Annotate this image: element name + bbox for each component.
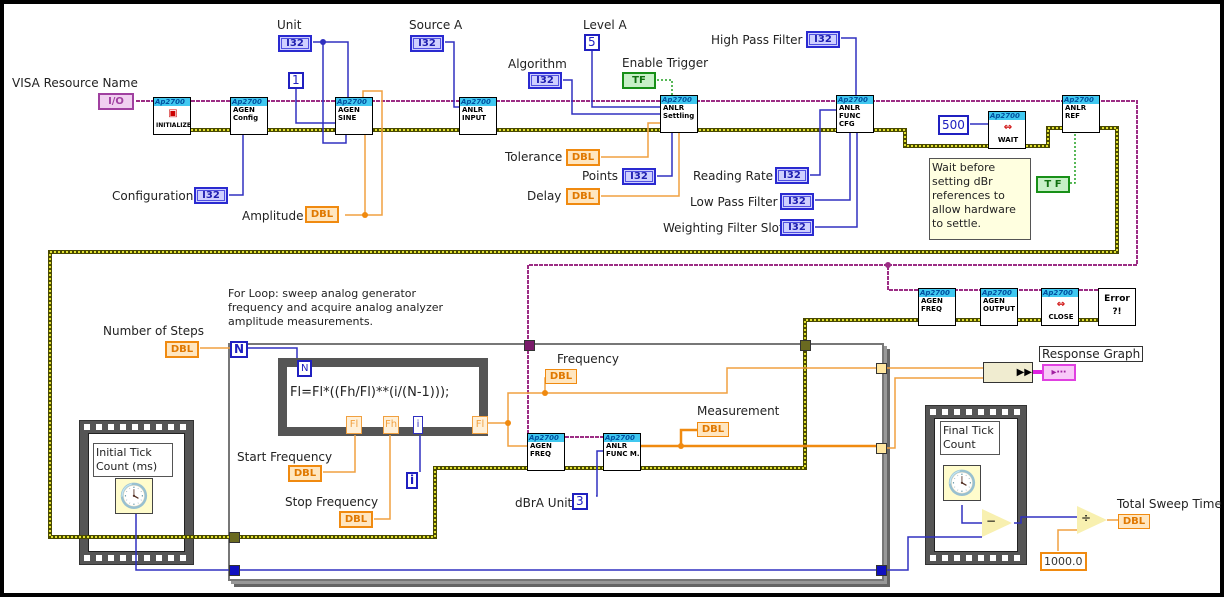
error-handler-node[interactable]: Error ?! [1098,288,1136,326]
visa-resource-control[interactable]: I/O [98,93,134,110]
formula-n-input: N [297,360,313,377]
task-tunnel-left [229,532,240,543]
freq-output-tunnel [876,363,887,374]
task-wire [48,126,1119,539]
high-pass-label: High Pass Filter [711,33,803,47]
configuration-label: Configuration [112,189,194,203]
start-freq-control[interactable]: DBL [288,465,322,482]
measurement-indicator: DBL [697,422,729,437]
formula-text: Fl=Fl*((Fh/Fl)**(i/(N-1))); [290,385,450,400]
total-sweep-indicator: DBL [1118,514,1150,529]
constant-one[interactable]: 1 [288,72,304,89]
algorithm-control[interactable]: I32 [528,72,562,89]
amplitude-label: Amplitude [242,209,304,223]
source-a-label: Source A [409,18,463,32]
enable-trigger-control[interactable]: TF [622,72,656,89]
initialize-node[interactable]: Ap2700▣INITIALIZE [153,97,191,135]
level-a-label: Level A [583,18,627,32]
dbra-unit-label: dBrA Unit [515,496,573,510]
low-pass-control[interactable]: I32 [780,193,814,210]
formula-i-input: i [413,416,423,434]
wait-ms-constant[interactable]: 500 [938,115,969,135]
unit-label: Unit [277,18,302,32]
visa-label: VISA Resource Name [12,76,138,90]
for-loop-comment: For Loop: sweep analog generator frequen… [228,287,444,328]
configuration-control[interactable]: I32 [194,187,228,204]
close-icon: ⇔ [1056,299,1066,310]
delay-control[interactable]: DBL [566,188,600,205]
loop-count-terminal[interactable]: N [230,341,249,358]
initial-tick-clock-icon[interactable]: 🕓 [115,478,153,514]
weighting-label: Weighting Filter Slot [663,221,784,235]
start-freq-label: Start Frequency [237,450,333,464]
response-graph-indicator: ▸⋯ [1042,364,1076,381]
formula-fl-output: Fl [472,416,488,434]
numeric-wires [135,37,1077,571]
enable-trigger-label: Enable Trigger [622,56,709,70]
amplitude-control[interactable]: DBL [305,206,339,223]
divisor-constant[interactable]: 1000.0 [1040,552,1087,571]
measurement-label: Measurement [697,404,780,418]
source-a-control[interactable]: I32 [410,35,444,52]
points-control[interactable]: I32 [622,168,656,185]
frequency-label: Frequency [557,352,619,366]
tick-tunnel-left [229,565,240,576]
algorithm-label: Algorithm [508,57,567,71]
tick-tunnel-right [876,565,887,576]
formula-fl-input: Fl [346,416,362,434]
reading-rate-label: Reading Rate [693,169,774,183]
delay-label: Delay [527,189,562,203]
tf-constant[interactable]: T F [1036,176,1070,193]
total-sweep-label: Total Sweep Time [1117,497,1222,511]
initial-tick-label: Initial Tick Count (ms) [93,443,173,477]
dbra-unit-constant[interactable]: 3 [572,493,588,510]
num-steps-control[interactable]: DBL [165,341,199,358]
frequency-indicator: DBL [545,369,577,384]
error-wire [136,100,1138,438]
wait-icon: ⇔ [1003,122,1013,133]
tolerance-control[interactable]: DBL [566,149,600,166]
subtract-node[interactable]: − [982,509,1012,537]
response-graph-label: Response Graph [1039,346,1144,362]
num-steps-label: Number of Steps [103,324,204,338]
final-tick-clock-icon[interactable]: 🕓 [943,465,981,501]
final-tick-label: Final Tick Count [940,421,1000,455]
stop-freq-label: Stop Frequency [285,495,379,509]
iteration-terminal: i [406,472,419,489]
tolerance-label: Tolerance [505,150,563,164]
divide-node[interactable]: ÷ [1077,506,1107,534]
weighting-control[interactable]: I32 [780,219,814,236]
high-pass-control[interactable]: I32 [806,31,840,48]
stop-freq-control[interactable]: DBL [339,511,373,528]
for-loop[interactable] [228,343,884,581]
points-label: Points [582,169,619,183]
task-tunnel-top [800,340,811,351]
orange-wires [200,90,1118,551]
initialize-icon: ▣ [168,108,178,119]
wait-node[interactable]: Ap2700⇔WAIT [988,111,1026,149]
low-pass-label: Low Pass Filter [690,195,778,209]
level-a-constant[interactable]: 5 [584,34,600,51]
unit-control[interactable]: I32 [278,35,312,52]
formula-fh-input: Fh [383,416,399,434]
error-tunnel [524,340,535,351]
close-node[interactable]: Ap2700⇔CLOSE [1041,288,1079,326]
meas-output-tunnel [876,443,887,454]
wait-note-comment: Wait before setting dBr references to al… [929,158,1031,240]
build-array-node[interactable]: ▶▶ [983,362,1033,383]
reading-rate-control[interactable]: I32 [775,167,809,184]
